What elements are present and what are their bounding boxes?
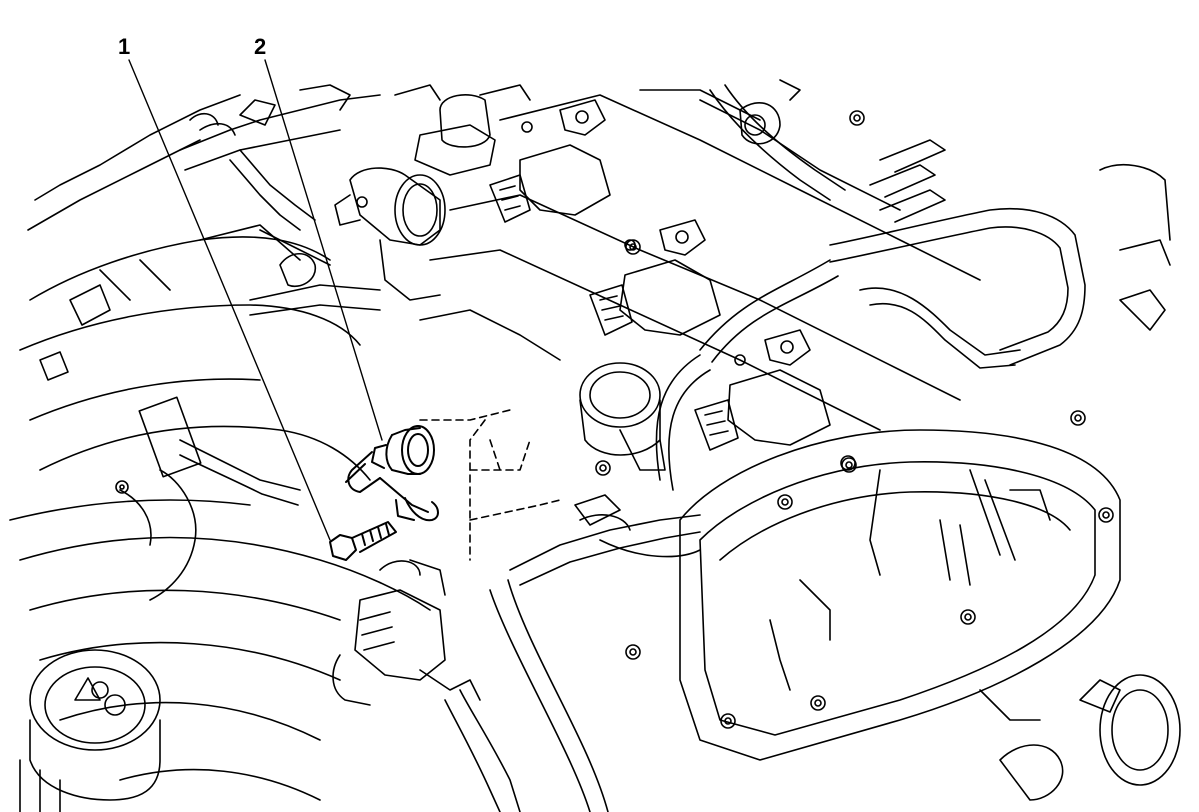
callout-label-1: 1 [118, 34, 131, 59]
valve-cover [420, 90, 980, 475]
top-cap-sensor [395, 85, 530, 175]
exploded-view-guides [420, 410, 560, 560]
part-1-bolt [330, 522, 396, 560]
throttle-body [335, 168, 445, 300]
pulleys [980, 165, 1180, 800]
oil-filler-cap [20, 650, 160, 812]
coolant-pipe [656, 85, 1085, 490]
ignition-coil-1 [490, 100, 610, 222]
oil-filler-neck [580, 363, 665, 470]
intake-manifold [10, 95, 430, 800]
engine-ribs [740, 80, 945, 222]
fuel-rail-assembly [180, 85, 380, 315]
callout-label-2: 2 [254, 34, 267, 59]
part-2-sensor [346, 426, 438, 520]
ignition-coil-3 [695, 330, 830, 450]
timing-cover [626, 411, 1120, 760]
lower-hoses [445, 495, 700, 812]
purge-solenoid [333, 560, 480, 705]
leader-lines [129, 60, 382, 540]
ignition-coil-2 [590, 220, 720, 335]
